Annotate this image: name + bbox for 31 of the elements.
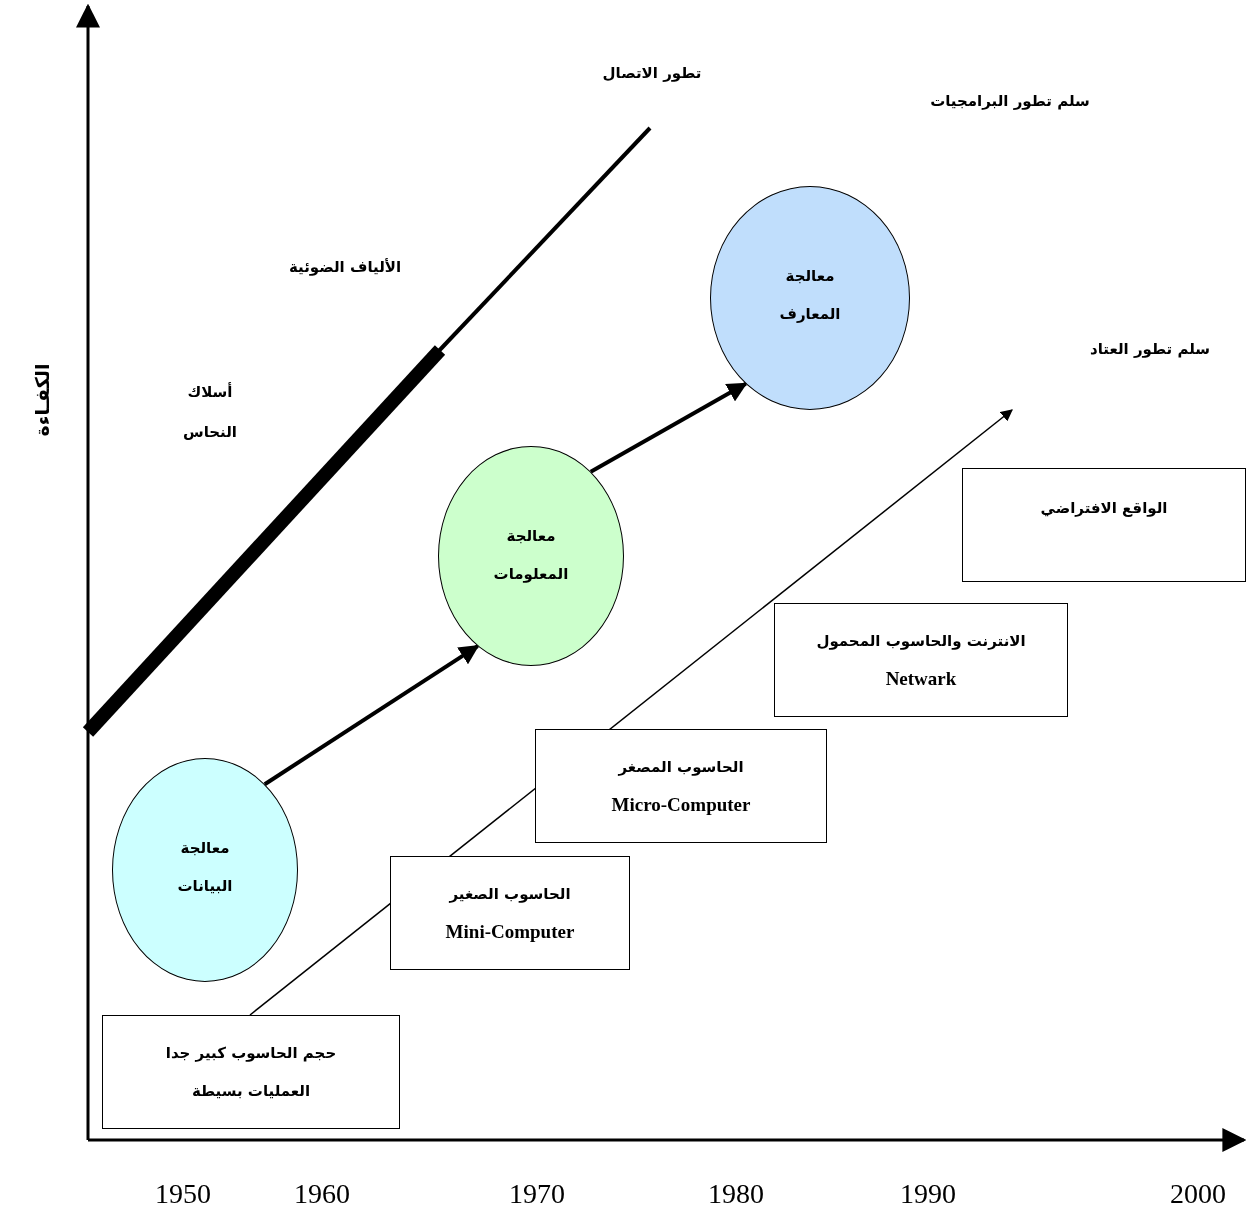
axis-label: الكفـاءة [31, 363, 53, 437]
year-label: 1980 [708, 1178, 764, 1210]
node-text: معالجة البيانات [176, 838, 234, 897]
node-text: Micro-Computer [611, 793, 751, 817]
node-text: معالجة المعلومات [492, 526, 570, 585]
year-label: 1990 [900, 1178, 956, 1210]
annotation-text: سلم تطور العتاد [1089, 340, 1211, 358]
node-text: معالجة المعارف [778, 266, 842, 325]
era-box [774, 603, 1068, 717]
annotation-text: أسلاك النحاس [181, 381, 238, 443]
annotation-text: سلم تطور البرامجيات [930, 92, 1090, 110]
node-text: الحاسوب الصغير [449, 884, 571, 905]
year-label: 1960 [294, 1178, 350, 1210]
era-box [535, 729, 827, 843]
era-box [962, 468, 1246, 582]
annotation-text: تطور الاتصال [602, 64, 702, 82]
year-label: 1970 [509, 1178, 565, 1210]
node-text: العمليات بسيطة [191, 1081, 311, 1102]
year-label: 2000 [1170, 1178, 1226, 1210]
node-text: Mini-Computer [445, 920, 575, 944]
era-box [390, 856, 630, 970]
arrow [263, 644, 480, 786]
year-label: 1950 [155, 1178, 211, 1210]
era-box [102, 1015, 400, 1129]
node-text: الواقع الافتراضي [1040, 498, 1168, 519]
node-text: Netwark [885, 667, 957, 691]
node-text: الحاسوب المصغر [618, 757, 744, 778]
annotation-text: الألياف الضوئية [288, 258, 402, 276]
node-text: الانترنت والحاسوب المحمول [816, 631, 1026, 652]
node-text: حجم الحاسوب كبير جدا [165, 1043, 337, 1064]
arrow [589, 382, 748, 474]
